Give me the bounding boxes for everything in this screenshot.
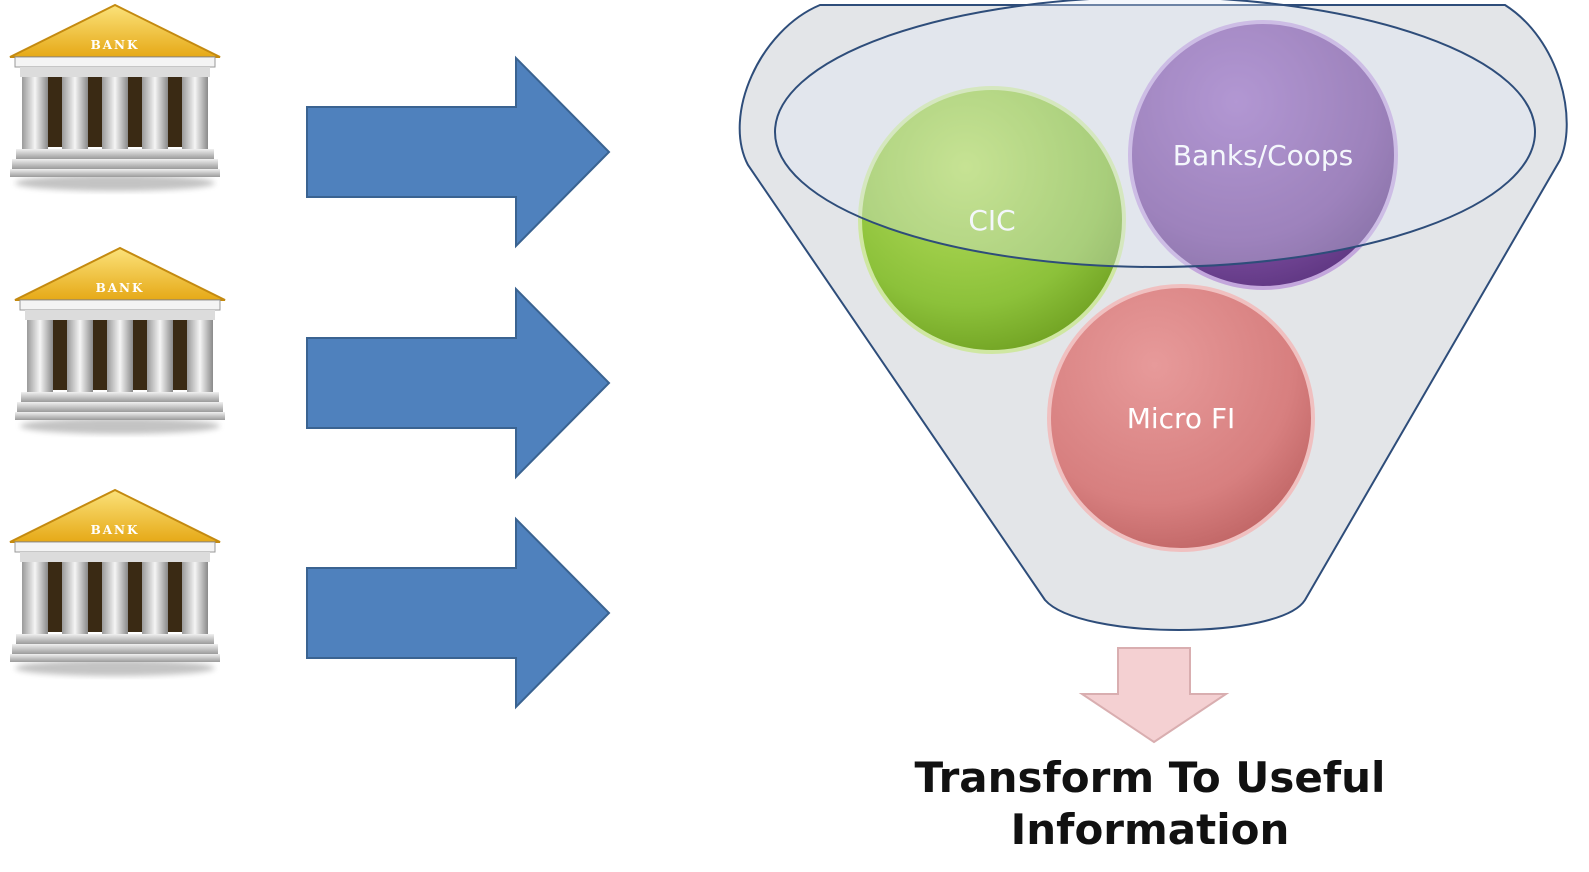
right-arrow-icon <box>306 516 611 710</box>
bank-label: BANK <box>91 38 140 52</box>
bank-icon: BANK <box>14 246 226 434</box>
bank-icon: BANK <box>9 3 221 191</box>
bank-label: BANK <box>91 523 140 537</box>
right-arrow-icon <box>306 286 611 480</box>
caption-line-2: Information <box>1010 805 1290 854</box>
caption-line-1: Transform To Useful <box>914 753 1386 802</box>
circle-label-cic: CIC <box>968 204 1015 237</box>
funnel-circle-micro-fi: Micro FI <box>1047 284 1315 552</box>
bank-label: BANK <box>96 281 145 295</box>
down-arrow-icon <box>1078 647 1230 744</box>
funnel-circle-cic: CIC <box>858 86 1126 354</box>
right-arrow-icon <box>306 55 611 249</box>
circle-label-banks-coops: Banks/Coops <box>1173 139 1354 172</box>
funnel-circle-banks-coops: Banks/Coops <box>1128 20 1398 290</box>
bank-icon: BANK <box>9 488 221 676</box>
caption: Transform To Useful Information <box>860 752 1440 856</box>
funnel-mouth <box>774 0 1536 268</box>
circle-label-micro-fi: Micro FI <box>1127 402 1236 435</box>
